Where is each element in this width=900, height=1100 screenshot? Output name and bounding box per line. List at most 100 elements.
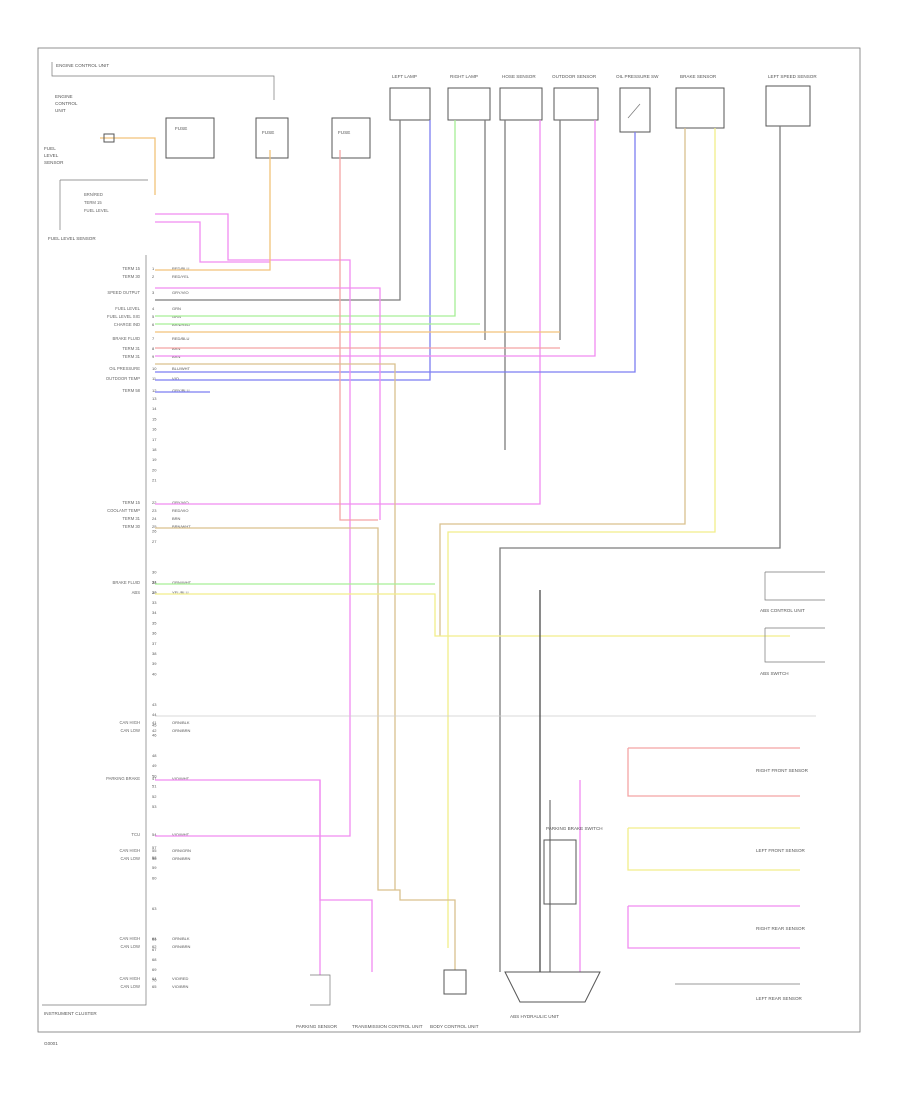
rear-right-sensor-label: RIGHT REAR SENSOR <box>756 926 806 931</box>
parking-brake-switch <box>543 839 577 905</box>
cluster-pin-label: TERM 31 <box>122 516 140 521</box>
cluster-pin-number: 24 <box>152 516 157 521</box>
cluster-pin-label: TERM 58 <box>122 388 140 393</box>
cluster-pin-label: BRAKE FLUID <box>113 580 140 585</box>
cluster-pin-number: 2 <box>152 274 155 279</box>
hose-sensor-unit <box>499 87 543 121</box>
cluster-pin-wire-color: BLU/WHT <box>172 366 191 371</box>
cluster-pin-label: FUEL LEVEL SIG <box>107 314 140 319</box>
ground-symbol-icon <box>310 974 331 1006</box>
svg-text:SENSOR: SENSOR <box>44 160 64 165</box>
fuel-level-sensor-label: FUEL LEVEL SENSOR <box>48 236 96 241</box>
top-components: LEFT LAMP RIGHT LAMP HOSE SENSOR OUTDOOR… <box>389 74 817 133</box>
svg-text:BRAKE SENSOR: BRAKE SENSOR <box>680 74 717 79</box>
svg-text:BRN/RED: BRN/RED <box>84 192 103 197</box>
cluster-pin-number: 55 <box>152 848 157 853</box>
right-lamp-unit <box>447 87 491 121</box>
cluster-pin-label: CAN HIGH <box>120 976 140 981</box>
fuse-box-1 <box>165 117 215 159</box>
cluster-pin-number: 35 <box>152 620 157 625</box>
cluster-pin-number: 63 <box>152 906 157 911</box>
cluster-pin-number: 41 <box>152 720 157 725</box>
switch-icon <box>627 103 641 119</box>
cluster-pin-number: 38 <box>152 651 157 656</box>
cluster-pin-number: 54 <box>152 832 157 837</box>
wire-harness <box>155 120 816 985</box>
cluster-pin-number: 13 <box>152 396 157 401</box>
cluster-pin-number: 40 <box>152 671 157 676</box>
svg-text:ENGINE: ENGINE <box>55 94 73 99</box>
cluster-pin-number: 7 <box>152 336 155 341</box>
abs-control-unit-label: ABS CONTROL UNIT <box>760 608 805 613</box>
cluster-pin-wire-color: RED/YEL <box>172 274 190 279</box>
svg-text:TRANSMISSION CONTROL UNIT: TRANSMISSION CONTROL UNIT <box>352 1024 423 1029</box>
cluster-pin-label: TERM 31 <box>122 354 140 359</box>
cluster-pin-number: 9 <box>152 354 155 359</box>
cluster-pin-label: FUEL LEVEL <box>115 306 140 311</box>
svg-text:LEFT SPEED SENSOR: LEFT SPEED SENSOR <box>768 74 817 79</box>
cluster-pin-wire-color: BRN <box>172 516 181 521</box>
cluster-pin-number: 57 <box>152 845 157 850</box>
cluster-pin-label: OIL PRESSURE <box>109 366 140 371</box>
cluster-pin-number: 32 <box>152 590 157 595</box>
cluster-pin-number: 21 <box>152 478 157 483</box>
bottom-components: PARKING SENSOR TRANSMISSION CONTROL UNIT… <box>296 826 603 1029</box>
cluster-pin-wire-color: RED/BLU <box>172 336 189 341</box>
cluster-pin-number: 46 <box>152 733 157 738</box>
cluster-pin-label: ABS <box>132 590 141 595</box>
cluster-pin-label: CAN LOW <box>120 944 140 949</box>
cluster-pin-label: OUTDOOR TEMP <box>106 376 140 381</box>
cluster-pin-number: 67 <box>152 947 157 952</box>
cluster-pin-label: CAN LOW <box>120 856 140 861</box>
svg-text:CONTROL: CONTROL <box>55 101 78 106</box>
svg-text:RIGHT LAMP: RIGHT LAMP <box>450 74 478 79</box>
upper-left-block: ENGINE CONTROL UNIT ENGINE CONTROL UNIT … <box>44 62 371 241</box>
cluster-pin-number: 28 <box>152 580 157 585</box>
cluster-pin-label: TCU <box>131 832 140 837</box>
cluster-pin-number: 50 <box>152 773 157 778</box>
cluster-pin-number: 30 <box>152 569 157 574</box>
cluster-pin-wire-color: GRN/WHT <box>172 580 192 585</box>
connector-icon <box>443 969 467 995</box>
cluster-pin-number: 14 <box>152 406 157 411</box>
cluster-pin-number: 69 <box>152 967 157 972</box>
cluster-pin-number: 52 <box>152 794 157 799</box>
cluster-pin-wire-color: ORN/BLK <box>172 936 190 941</box>
svg-text:PARKING BRAKE SWITCH: PARKING BRAKE SWITCH <box>546 826 603 831</box>
cluster-pin-number: 61 <box>152 936 157 941</box>
cluster-pin-number: 39 <box>152 661 157 666</box>
cluster-pin-label: BRAKE FLUID <box>113 336 140 341</box>
footer-code: G0001 <box>44 1041 58 1046</box>
cluster-pin-number: 58 <box>152 855 157 860</box>
cluster-pin-number: 64 <box>152 976 157 981</box>
svg-text:FUEL: FUEL <box>44 146 56 151</box>
cluster-pin-number: 17 <box>152 437 157 442</box>
svg-text:ABS HYDRAULIC UNIT: ABS HYDRAULIC UNIT <box>510 1014 559 1019</box>
svg-text:FUSE: FUSE <box>338 130 350 135</box>
cluster-pin-number: 6 <box>152 322 155 327</box>
cluster-pin-number: 68 <box>152 957 157 962</box>
cluster-pin-number: 11 <box>152 376 157 381</box>
svg-text:TERM 15: TERM 15 <box>84 200 102 205</box>
cluster-pin-wire-color: BRN/WHT <box>172 524 191 529</box>
rear-left-sensor-label: LEFT REAR SENSOR <box>756 996 803 1001</box>
cluster-pin-wire-color: GRN <box>172 306 181 311</box>
cluster-pin-wire-color: RED/VIO <box>172 508 188 513</box>
svg-text:PARKING SENSOR: PARKING SENSOR <box>296 1024 338 1029</box>
svg-text:FUSE: FUSE <box>262 130 274 135</box>
cluster-pin-number: 37 <box>152 641 157 646</box>
fuse-box-2 <box>255 117 289 159</box>
cluster-pin-number: 20 <box>152 467 157 472</box>
cluster-pin-number: 65 <box>152 984 157 989</box>
cluster-pin-number: 62 <box>152 944 157 949</box>
cluster-pin-number: 29 <box>152 590 157 595</box>
cluster-pin-label: TERM 30 <box>122 524 140 529</box>
cluster-pin-number: 43 <box>152 702 157 707</box>
cluster-pin-label: CAN LOW <box>120 984 140 989</box>
cluster-pin-wire-color: ORN/BRN <box>172 728 191 733</box>
cluster-pin-wire-color: VIO/RED <box>172 976 189 981</box>
cluster-pin-wire-color: GRY/VIO <box>172 290 189 295</box>
cluster-pin-label: CAN LOW <box>120 728 140 733</box>
